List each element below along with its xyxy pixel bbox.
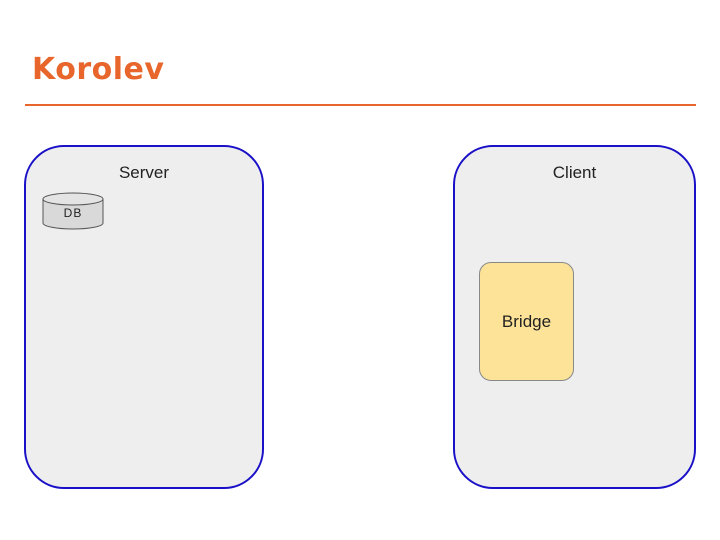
title-divider xyxy=(25,104,696,106)
slide-title: Korolev xyxy=(32,52,165,87)
database-cylinder-icon xyxy=(42,192,104,230)
bridge-label: Bridge xyxy=(501,311,552,331)
server-label: Server xyxy=(118,163,170,182)
bridge-node: Bridge xyxy=(479,262,574,381)
database-label: DB xyxy=(63,206,83,220)
database-node: DB xyxy=(42,192,104,230)
client-label: Client xyxy=(552,163,597,182)
